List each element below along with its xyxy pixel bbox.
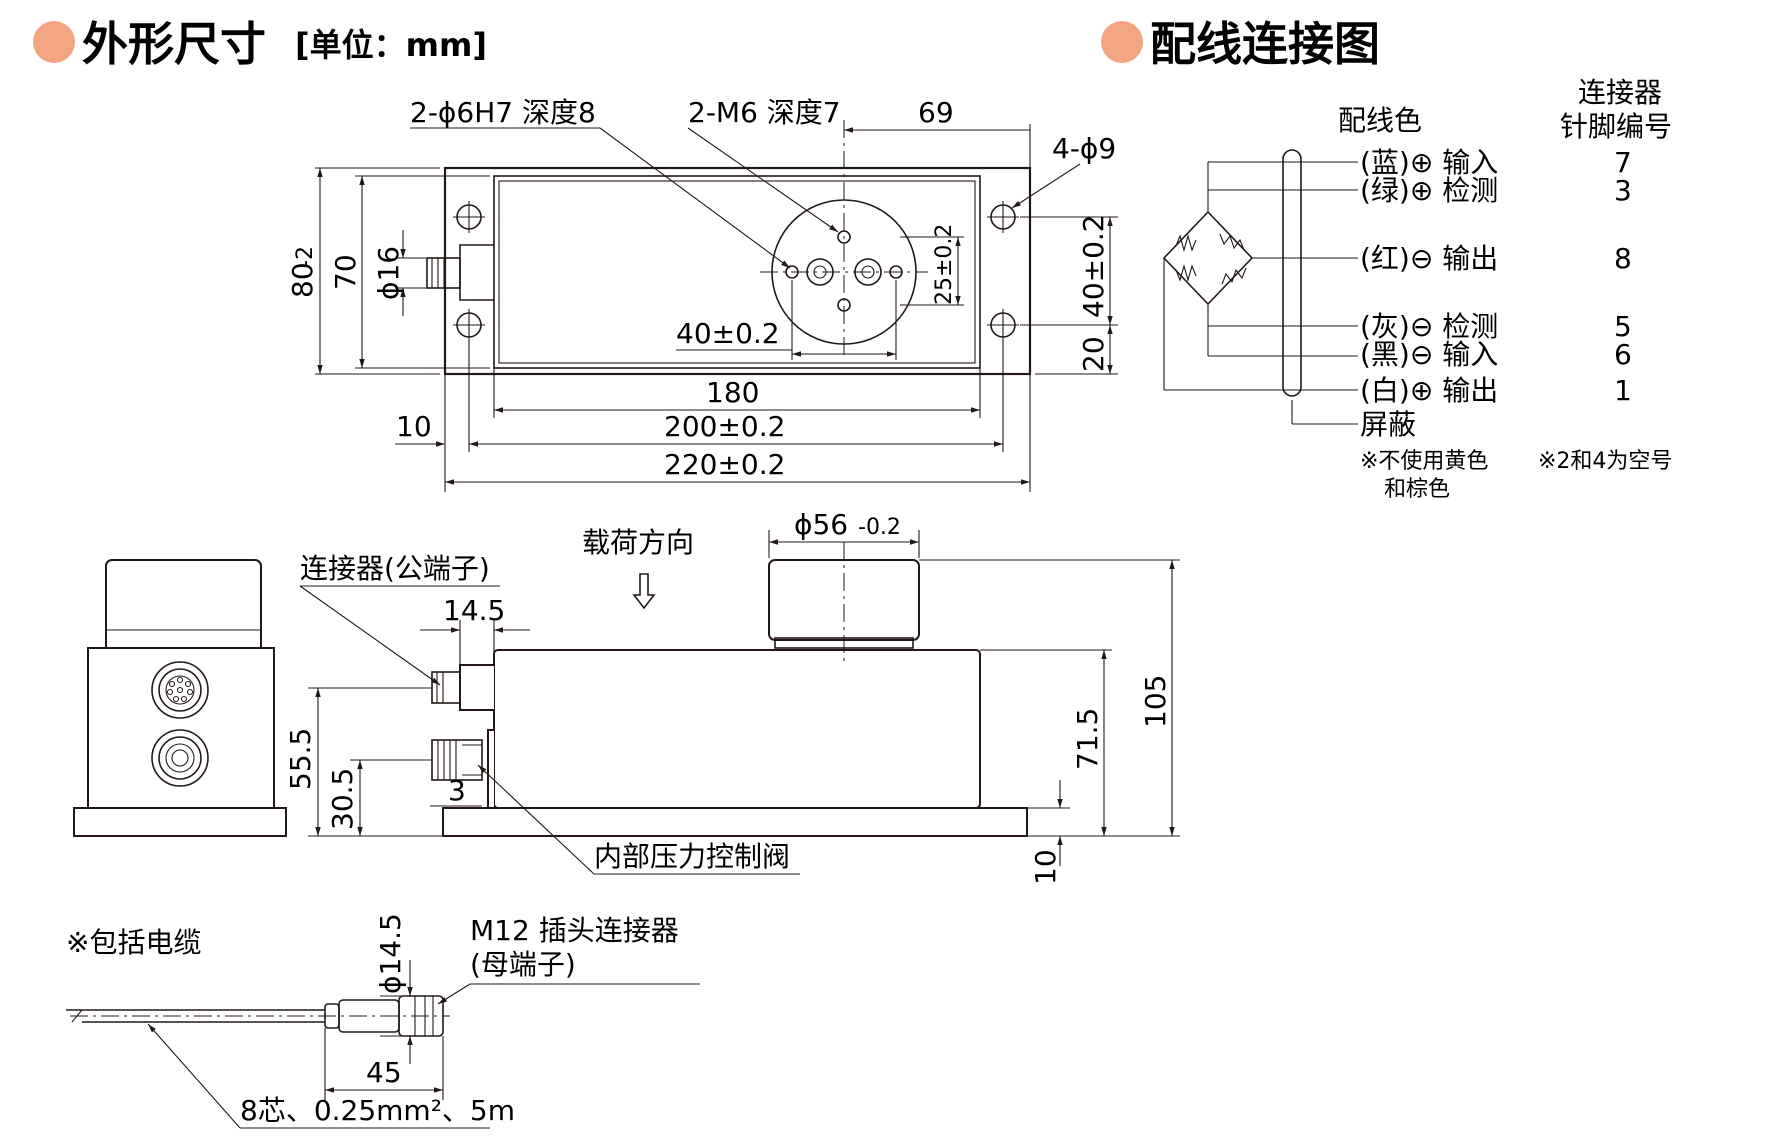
dim-16: ϕ16: [372, 246, 405, 300]
dim-56: ϕ56: [794, 508, 848, 541]
wire-row-text: (灰)⊖ 检测: [1360, 310, 1498, 343]
dimensions-bullet-icon: [33, 21, 75, 63]
dim-200: 200±0.2: [664, 410, 785, 443]
dim-30-5: 30.5: [326, 768, 359, 830]
dim-80: 80: [286, 262, 319, 298]
dim-40-horizontal: 40±0.2: [676, 317, 780, 350]
dim-10-side: 10: [1029, 849, 1062, 885]
top-view: 2-ϕ6H7 深度8 2-M6 深度7 69 4-ϕ9 80 -2 70 ϕ16…: [286, 96, 1118, 492]
dim-10-top: 10: [396, 410, 432, 443]
shield-label: 屏蔽: [1360, 408, 1416, 441]
pin-hole-icon: [854, 258, 882, 286]
cable-view: ※包括电缆 M12 插头连接器 (母端子) ϕ14.5 45 8芯、0.25mm…: [66, 913, 700, 1129]
dim-69: 69: [918, 96, 954, 129]
dim-40-vertical: 40±0.2: [1077, 214, 1110, 318]
wire-row-text: (黑)⊖ 输入: [1360, 338, 1498, 371]
m12-plug-icon: [324, 995, 444, 1037]
note-unused-2: 和棕色: [1384, 477, 1450, 502]
end-view: [73, 559, 287, 837]
dim-71-5: 71.5: [1071, 708, 1104, 770]
cable-sheath: [1282, 149, 1302, 397]
wiring-diagram: 配线色 连接器 针脚编号 (蓝)⊕ 输入 7 (绿)⊕ 检测 3 (红)⊖ 输出: [1162, 76, 1672, 502]
dim-45: 45: [366, 1056, 402, 1089]
dimensions-unit: [单位：mm]: [295, 26, 487, 64]
pin-number: 8: [1614, 242, 1632, 275]
note-empty-pins: ※2和4为空号: [1538, 449, 1672, 474]
dim-70: 70: [329, 254, 362, 290]
dim-3: 3: [448, 774, 466, 807]
dim-20: 20: [1077, 336, 1110, 372]
note-unused: ※不使用黄色: [1360, 449, 1488, 474]
mount-hole-icon: [453, 201, 1019, 341]
pin-hole-icon: [806, 258, 834, 286]
cable-spec: 8芯、0.25mm²、5m: [240, 1094, 515, 1127]
pin-number: 7: [1614, 146, 1632, 179]
wire-row-text: (蓝)⊕ 输入: [1360, 146, 1498, 179]
valve-label: 内部压力控制阀: [594, 840, 790, 873]
connector-label: 连接器(公端子): [300, 552, 490, 585]
base-plate-outline: [443, 166, 1032, 376]
mount-hole-callout: 4-ϕ9: [1052, 132, 1116, 165]
dim-phi-14-5: ϕ14.5: [374, 913, 407, 994]
plug-label: M12 插头连接器: [470, 914, 679, 947]
pin-number: 6: [1614, 338, 1632, 371]
pin-number: 3: [1614, 174, 1632, 207]
wire-row-text: (白)⊕ 输出: [1360, 374, 1498, 407]
hole-callout: 2-ϕ6H7 深度8: [410, 96, 596, 129]
dim-14-5: 14.5: [443, 594, 505, 627]
pin-number: 5: [1614, 310, 1632, 343]
load-direction-label: 载荷方向: [582, 526, 694, 559]
dim-56-tolerance: -0.2: [858, 515, 901, 540]
connector-male-icon: [151, 661, 209, 719]
dim-105: 105: [1139, 675, 1172, 728]
cable-note: ※包括电缆: [66, 926, 201, 959]
body-outline: [493, 175, 981, 369]
wire-color-header: 配线色: [1338, 104, 1422, 137]
dim-25: 25±0.2: [932, 224, 957, 305]
dim-220: 220±0.2: [664, 448, 785, 481]
wire-row-text: (绿)⊕ 检测: [1360, 174, 1498, 207]
bridge-icon: [1162, 210, 1254, 306]
dim-80-tolerance: -2: [293, 246, 318, 268]
pin-header-2: 针脚编号: [1560, 110, 1672, 143]
plug-label-sub: (母端子): [470, 948, 576, 981]
dim-55-5: 55.5: [284, 728, 317, 790]
dimensions-title: 外形尺寸: [82, 17, 266, 71]
pin-number: 1: [1614, 374, 1632, 407]
tap-callout: 2-M6 深度7: [688, 96, 841, 129]
connector-side-icon: [431, 671, 461, 704]
pin-header-1: 连接器: [1578, 76, 1662, 109]
dim-180: 180: [706, 376, 759, 409]
down-arrow-icon: [632, 573, 656, 610]
wire-row-text: (红)⊖ 输出: [1360, 242, 1498, 275]
side-view: 连接器(公端子) 载荷方向 14.5 ϕ56 -0.2 55.5 30.5 3 …: [284, 508, 1180, 885]
valve-port-icon: [151, 729, 209, 787]
wiring-title: 配线连接图: [1150, 17, 1380, 71]
wiring-bullet-icon: [1101, 21, 1143, 63]
